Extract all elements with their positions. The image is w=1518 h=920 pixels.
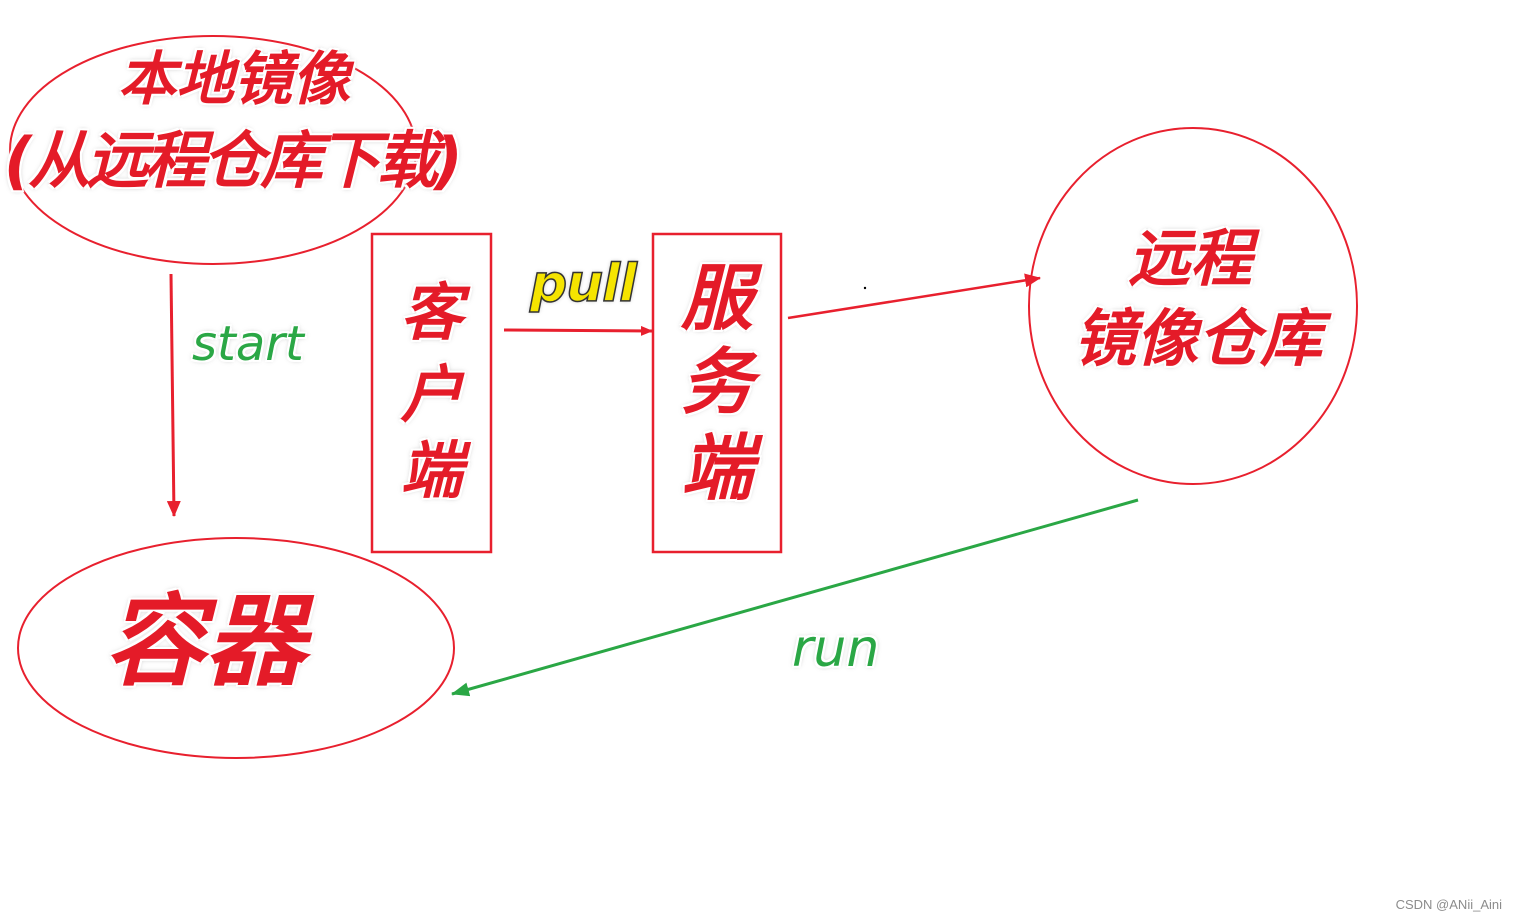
local-image-ellipse bbox=[9, 35, 417, 265]
client-char-1: 客 bbox=[400, 276, 463, 349]
run-arrow bbox=[451, 498, 1139, 697]
start-arrow bbox=[166, 273, 181, 517]
local-image-title: 本地镜像 bbox=[118, 45, 351, 113]
pull-label: pull bbox=[529, 254, 637, 314]
remote-repo-circle bbox=[1028, 127, 1358, 485]
server-to-repo-arrow bbox=[787, 273, 1041, 320]
server-box bbox=[651, 232, 783, 554]
server-char-1: 服 bbox=[680, 256, 753, 340]
client-char-3: 端 bbox=[400, 434, 463, 507]
watermark: CSDN @ANii_Aini bbox=[1395, 897, 1502, 912]
client-box bbox=[370, 232, 493, 554]
client-label: 客 户 端 bbox=[372, 282, 491, 502]
remote-repo-line1: 远程 bbox=[1128, 222, 1253, 295]
container-ellipse bbox=[17, 537, 455, 759]
start-label: start bbox=[192, 316, 304, 372]
server-char-2: 务 bbox=[680, 340, 753, 424]
pull-arrow bbox=[503, 325, 653, 336]
run-label: run bbox=[792, 619, 880, 679]
server-label: 服 务 端 bbox=[653, 262, 781, 504]
local-image-subtitle: (从远程仓库下载) bbox=[4, 124, 463, 197]
stray-dot bbox=[863, 286, 867, 290]
client-char-2: 户 bbox=[400, 358, 463, 431]
container-label: 容器 bbox=[105, 583, 305, 700]
server-char-3: 端 bbox=[680, 426, 753, 510]
remote-repo-line2: 镜像仓库 bbox=[1074, 302, 1323, 375]
